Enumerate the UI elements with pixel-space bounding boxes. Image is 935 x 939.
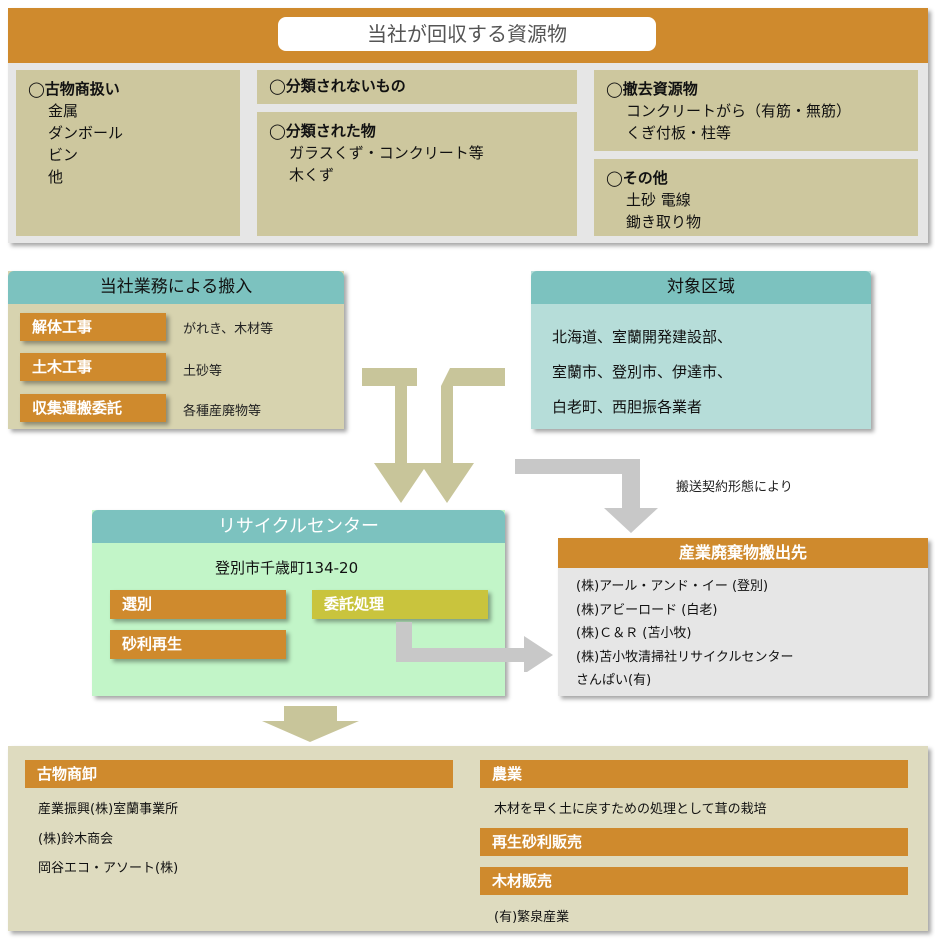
agriculture-desc: 木材を早く土に戻すための処理として茸の栽培: [494, 802, 767, 817]
category-item: 鋤き取り物: [626, 213, 702, 231]
outsource-label: 委託処理: [312, 590, 488, 619]
region-line: 室蘭市、登別市、伊達市、: [552, 363, 733, 381]
gravel-sales-title: 再生砂利販売: [480, 828, 908, 856]
category-title: ◯撤去資源物: [606, 80, 698, 98]
category-unsorted: ◯分類されないもの: [257, 70, 577, 104]
intake-desc: 各種産廃物等: [183, 404, 262, 419]
category-item: ビン: [48, 146, 79, 164]
intake-label-demolition: 解体工事: [20, 313, 166, 341]
region-line: 白老町、西胆振各業者: [552, 398, 703, 416]
destinations-title: 産業廃棄物搬出先: [558, 538, 928, 568]
down-arrow-right: [420, 368, 505, 503]
contract-note: 搬送契約形態により: [676, 480, 793, 495]
category-used-goods: ◯古物商扱い 金属 ダンボール ビン 他: [16, 70, 240, 236]
category-item: ダンボール: [48, 124, 124, 142]
intake-title: 当社業務による搬入: [8, 271, 344, 304]
antique-wholesale-title: 古物商卸: [25, 760, 453, 788]
antique-wholesale-item: 岡谷エコ・アソート(株): [38, 861, 179, 876]
antique-wholesale-item: 産業振興(株)室蘭事業所: [38, 802, 179, 817]
destination-item: (株)Ｃ＆Ｒ (苫小牧): [576, 626, 692, 641]
destination-item: (株)苫小牧清掃社リサイクルセンター: [576, 649, 794, 665]
category-item: 金属: [48, 102, 79, 120]
category-other: ◯その他 土砂 電線 鋤き取り物: [594, 159, 918, 236]
destination-item: さんぱい(有): [576, 673, 652, 688]
intake-desc: がれき、木材等: [183, 322, 274, 337]
page-title: 当社が回収する資源物: [278, 17, 656, 51]
center-to-output-arrow: [262, 706, 359, 742]
sorting-label: 選別: [110, 590, 286, 619]
center-to-destination-arrow: [396, 622, 553, 672]
wood-sales-title: 木材販売: [480, 867, 908, 895]
wood-sales-item: (有)繁泉産業: [494, 910, 570, 925]
region-to-destination-arrow: [515, 459, 658, 533]
category-item: くぎ付板・柱等: [626, 124, 732, 142]
category-item: 他: [48, 168, 64, 186]
category-title: ◯分類された物: [269, 122, 376, 140]
antique-wholesale-item: (株)鈴木商会: [38, 832, 114, 847]
category-item: 土砂 電線: [626, 191, 691, 209]
category-demolition: ◯撤去資源物 コンクリートがら（有筋・無筋） くぎ付板・柱等: [594, 70, 918, 151]
intake-label-civil: 土木工事: [20, 353, 166, 381]
intake-label-collection: 収集運搬委託: [20, 394, 166, 422]
recycle-center-address: 登別市千歳町134-20: [215, 559, 359, 577]
category-item: ガラスくず・コンクリート等: [289, 144, 484, 162]
region-line: 北海道、室蘭開発建設部、: [552, 328, 733, 346]
category-title: ◯その他: [606, 169, 668, 187]
destination-item: (株)アール・アンド・イー (登別): [576, 579, 769, 594]
category-title: ◯分類されないもの: [269, 77, 406, 95]
category-item: コンクリートがら（有筋・無筋）: [626, 102, 852, 120]
down-arrow-left: [362, 368, 428, 503]
category-title: ◯古物商扱い: [28, 80, 120, 98]
destination-item: (株)アビーロード (白老): [576, 602, 718, 618]
destinations-list: (株)アール・アンド・イー (登別) (株)アビーロード (白老) (株)Ｃ＆Ｒ…: [576, 575, 794, 693]
agriculture-title: 農業: [480, 760, 908, 788]
category-item: 木くず: [289, 166, 335, 184]
category-sorted: ◯分類された物 ガラスくず・コンクリート等 木くず: [257, 112, 577, 236]
intake-arrows: [362, 368, 505, 503]
gravel-recycling-label: 砂利再生: [110, 630, 286, 659]
intake-desc: 土砂等: [183, 364, 223, 379]
region-title: 対象区域: [531, 271, 871, 304]
recycle-center-title: リサイクルセンター: [92, 510, 505, 543]
